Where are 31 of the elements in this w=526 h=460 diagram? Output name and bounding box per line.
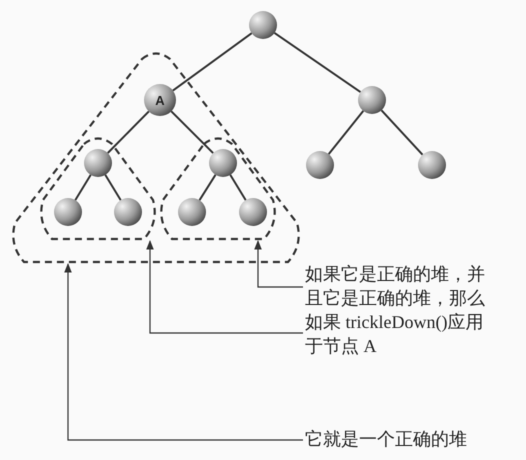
leader-line — [254, 240, 303, 288]
tree-node — [178, 198, 206, 226]
tree-node — [358, 86, 386, 114]
tree-edge — [107, 110, 150, 154]
tree-node — [239, 198, 267, 226]
tree-node — [209, 149, 237, 177]
tree-edge — [170, 110, 214, 154]
tree-edge — [274, 32, 362, 93]
tree-node — [84, 149, 112, 177]
node-label: A — [154, 92, 166, 110]
leader-line — [146, 240, 303, 334]
annotation-text: 如果它是正确的堆，并且它是正确的堆，那么 — [305, 262, 501, 310]
dashed-outline — [158, 135, 278, 242]
tree-edge — [229, 174, 247, 201]
tree-edge — [74, 174, 92, 201]
annotation-text: 它就是一个正确的堆 — [305, 427, 501, 451]
dashed-outline — [10, 50, 302, 265]
tree-edge — [198, 174, 216, 201]
tree-node — [114, 198, 142, 226]
tree-edge — [380, 110, 424, 156]
tree-node — [54, 198, 82, 226]
tree-node — [418, 151, 446, 179]
tree-edge — [172, 32, 252, 92]
tree-node — [249, 11, 277, 39]
tree-node — [144, 84, 176, 116]
leader-line — [64, 263, 303, 441]
dashed-outline — [38, 135, 158, 242]
tree-edge — [328, 110, 364, 155]
tree-node — [306, 151, 334, 179]
tree-edge — [104, 174, 122, 201]
annotation-text: 如果 trickleDown()应用于节点 A — [305, 310, 501, 358]
